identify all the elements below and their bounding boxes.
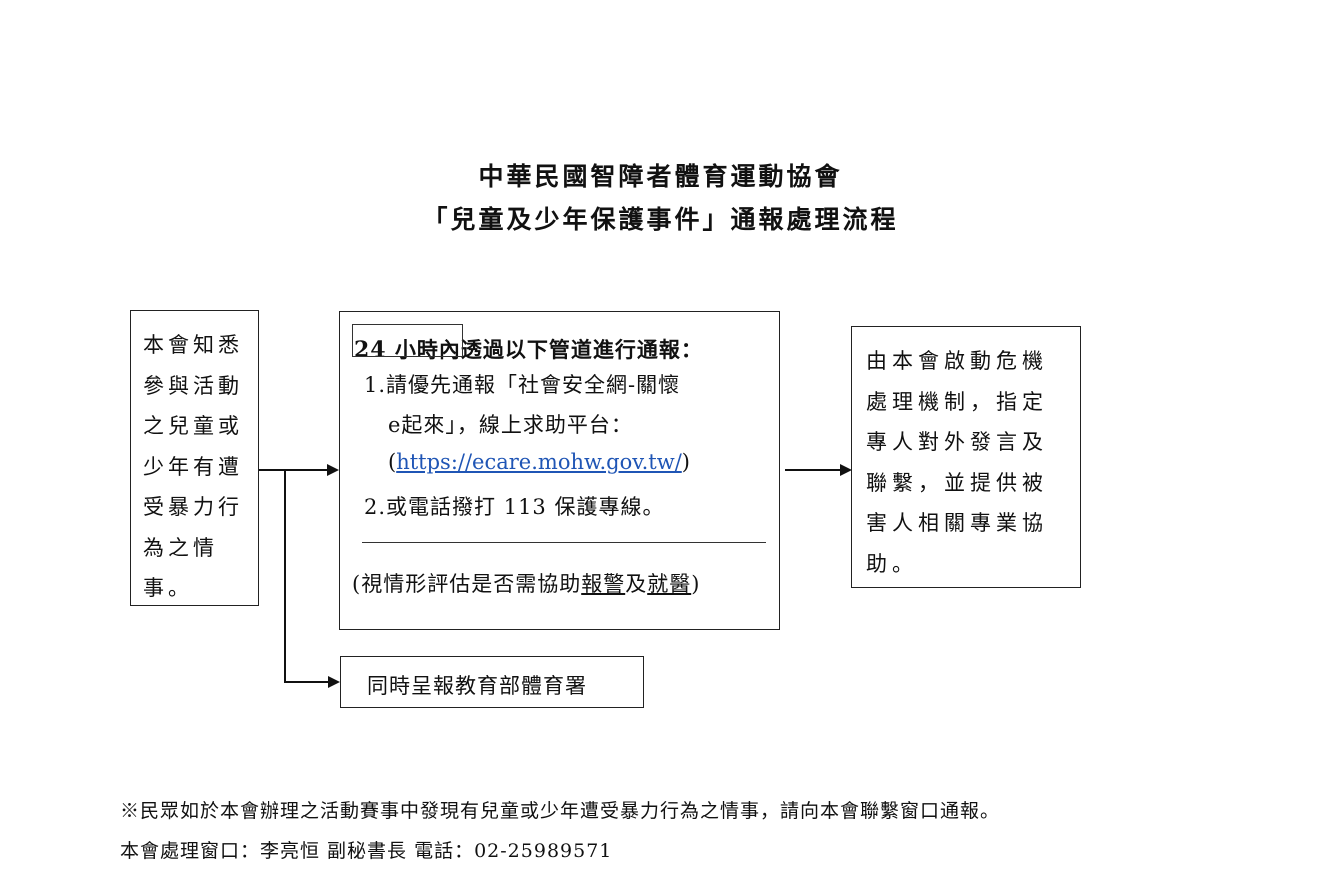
paren-close: ) [681,450,690,474]
report-box: 24 小時內透過以下管道進行通報： 1.請優先通報「社會安全網-關懷 e起來」，… [339,311,780,630]
start-box-text: 本會知悉 參與活動 之兒童或 少年有遭 受暴力行 為之情 事。 [143,325,248,609]
start-line: 為之情 [143,535,218,560]
crisis-line: 助。 [866,551,918,576]
report-hours: 24 [354,337,387,363]
moe-report-text: 同時呈報教育部體育署 [367,674,587,698]
note-police: 報警 [581,572,626,596]
report-item2: 2.或電話撥打 113 保護專線。 [364,495,665,519]
arrow-right-icon [327,464,339,476]
note-prefix: (視情形評估是否需協助 [352,572,582,596]
connector-to-bottom [284,681,328,683]
note-medical: 就醫 [647,572,692,596]
start-line: 少年有遭 [143,454,243,479]
moe-report-box: 同時呈報教育部體育署 [340,656,644,708]
crisis-line: 由本會啟動危機 [866,349,1048,373]
start-box: 本會知悉 參與活動 之兒童或 少年有遭 受暴力行 為之情 事。 [130,310,259,606]
title-line1: 中華民國智障者體育運動協會 [478,162,843,191]
report-heading-text: 小時內透過以下管道進行通報： [386,337,703,362]
ecare-link[interactable]: https://ecare.mohw.gov.tw/ [396,450,682,474]
report-item1-line2: e起來」，線上求助平台： [388,413,633,437]
start-line: 之兒童或 [143,414,243,438]
crisis-box-text: 由本會啟動危機 處理機制，指定 專人對外發言及 聯繫，並提供被 害人相關專業協 … [866,341,1070,584]
crisis-line: 聯繫，並提供被 [866,470,1048,495]
crisis-line: 處理機制，指定 [866,389,1048,414]
arrow-right-icon [328,676,340,688]
start-line: 參與活動 [143,373,243,398]
start-line: 事。 [143,576,193,600]
heading-highlight-frame [352,324,463,357]
title-line2: 「兒童及少年保護事件」通報處理流程 [422,205,899,234]
crisis-line: 害人相關專業協 [866,511,1048,535]
crisis-box: 由本會啟動危機 處理機制，指定 專人對外發言及 聯繫，並提供被 害人相關專業協 … [851,326,1081,588]
report-divider [362,542,766,543]
connector-mid-to-right [785,469,840,471]
report-item1-line1: 1.請優先通報「社會安全網-關懷 [364,373,681,397]
note-and: 及 [625,572,648,596]
arrow-right-icon [840,464,852,476]
connector-vertical [284,469,286,683]
report-heading: 24 小時內透過以下管道進行通報： [354,334,703,364]
note-suffix: ) [691,572,701,596]
crisis-line: 專人對外發言及 [866,430,1048,454]
start-line: 受暴力行 [143,495,243,519]
connector-left-to-mid [259,469,327,471]
report-item1-url-line: (https://ecare.mohw.gov.tw/) [388,450,690,474]
start-line: 本會知悉 [143,333,243,357]
footer-note: ※民眾如於本會辦理之活動賽事中發現有兒童或少年遭受暴力行為之情事，請向本會聯繫窗… [120,800,1001,822]
report-note: (視情形評估是否需協助報警及就醫) [352,568,700,598]
footer-contact: 本會處理窗口：李亮恒 副秘書長 電話：02-25989571 [120,840,613,862]
paren-open: ( [388,450,397,474]
